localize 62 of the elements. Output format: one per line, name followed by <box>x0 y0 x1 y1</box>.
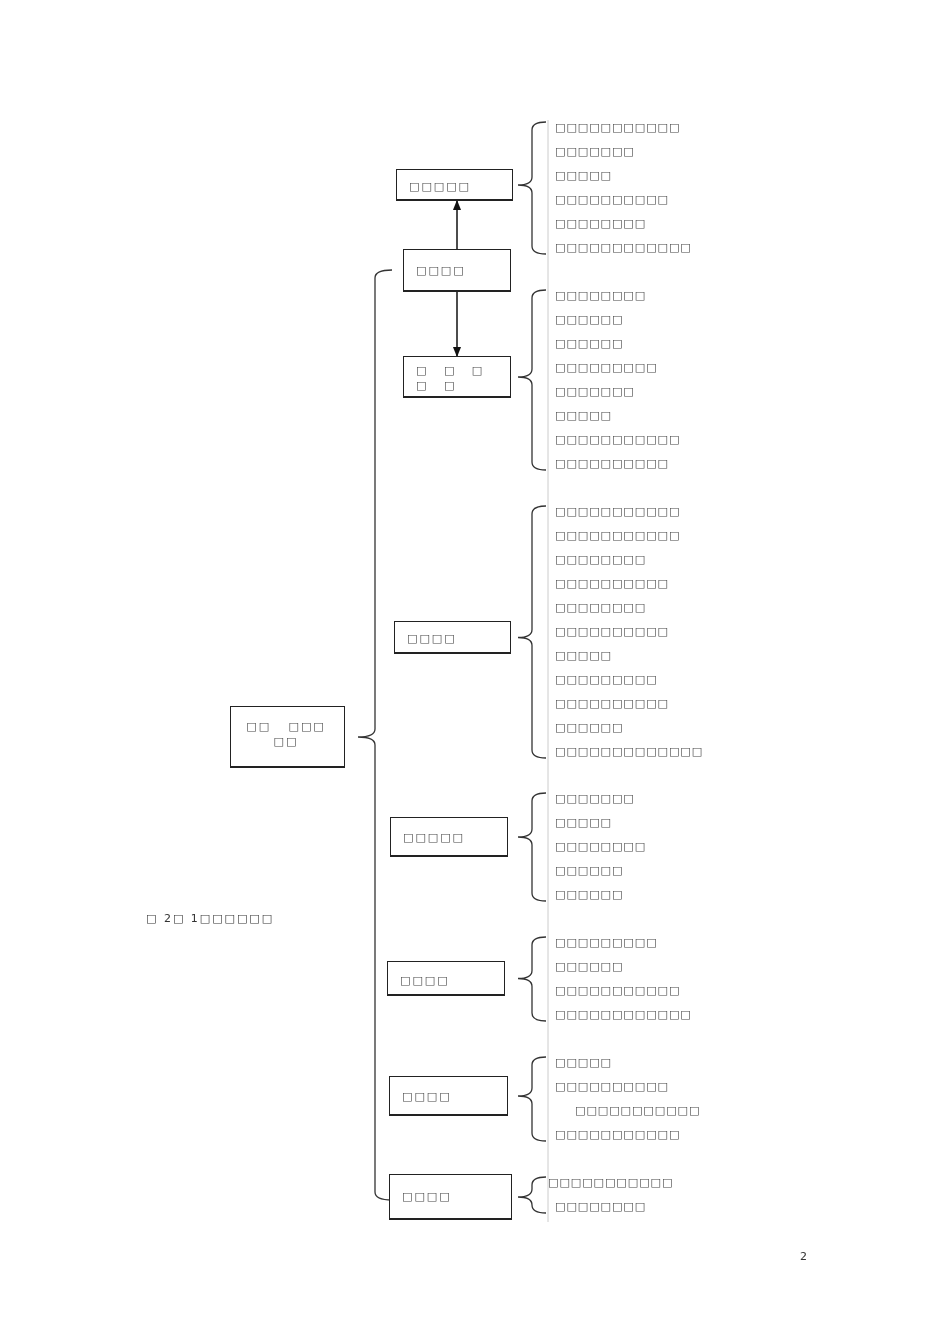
list-item: □□□□□□ <box>555 337 624 351</box>
list-item: □□□□□□□ <box>555 792 635 806</box>
list-item: □□□□□□□□□□□ <box>575 1104 701 1118</box>
list-item: □□□□□□□□ <box>555 289 647 303</box>
list-item: □□□□□□□□□□□ <box>555 433 681 447</box>
list-item: □□□□□ <box>555 649 612 663</box>
list-item: □□□□□□□□□□ <box>555 697 669 711</box>
list-item: □□□□□□□□□□□□ <box>555 241 692 255</box>
box-label: □□□□ <box>400 973 450 988</box>
text-box <box>403 249 511 292</box>
list-item: □□□□□□□□ <box>555 553 647 567</box>
list-item: □□□□□□□□□□ <box>555 1080 669 1094</box>
list-item: □□□□□□□□□□ <box>555 625 669 639</box>
box-label: □□□□□ <box>403 830 465 845</box>
text-box <box>394 621 511 654</box>
list-item: □□□□□□□□□□□□ <box>555 1008 692 1022</box>
arrow <box>452 199 462 250</box>
list-item: □□□□□□□□□□□ <box>555 1128 681 1142</box>
list-item: □□□□□ <box>555 169 612 183</box>
list-item: □□□□□□□□□ <box>555 361 658 375</box>
list-item: □□□□□□□□ <box>555 217 647 231</box>
box-label: □□□□ <box>407 631 457 646</box>
box-label: □□□□ <box>402 1189 452 1204</box>
text-box <box>387 961 505 996</box>
list-item: □□□□□□□□ <box>555 1200 647 1214</box>
list-item: □□□□□□□□□□ <box>555 577 669 591</box>
text-box <box>389 1076 508 1116</box>
list-item: □□□□□□□□□□□ <box>555 529 681 543</box>
box-label: □□ □□□ □□ <box>245 719 327 749</box>
list-item: □□□□□ <box>555 409 612 423</box>
list-item: □□□□□□□□ <box>555 601 647 615</box>
list-item: □□□□□□□ <box>555 145 635 159</box>
list-item: □□□□□□□□□ <box>555 936 658 950</box>
list-item: □□□□□□ <box>555 313 624 327</box>
list-item: □□□□□□□□□ <box>555 673 658 687</box>
text-box <box>403 356 511 398</box>
text-box <box>390 817 508 857</box>
list-item: □□□□□□□ <box>555 385 635 399</box>
list-item: □□□□□□□□□□□ <box>555 505 681 519</box>
list-item: □□□□□□ <box>555 721 624 735</box>
text-box <box>389 1174 512 1220</box>
list-item: □□□□□□□□□□□ <box>555 984 681 998</box>
figure-caption: □ 2□ 1□□□□□□ <box>146 912 275 925</box>
list-item: □□□□□□□□□□□ <box>555 121 681 135</box>
box-label: □ □ □ □ □ <box>416 363 486 393</box>
text-box <box>230 706 345 768</box>
list-item: □□□□□ <box>555 816 612 830</box>
list-item: □□□□□□□□□□ <box>555 193 669 207</box>
list-item: □□□□□□ <box>555 888 624 902</box>
list-item: □□□□□ <box>555 1056 612 1070</box>
page-number: 2 <box>800 1250 807 1263</box>
box-label: □□□□ <box>416 263 466 278</box>
box-label: □□□□ <box>402 1089 452 1104</box>
text-box <box>396 169 513 201</box>
list-item: □□□□□□□□□□□□□ <box>555 745 704 759</box>
list-item: □□□□□□□□□□□ <box>548 1176 674 1190</box>
list-item: □□□□□□□□□□ <box>555 457 669 471</box>
list-item: □□□□□□□□ <box>555 840 647 854</box>
box-label: □□□□□ <box>409 179 471 194</box>
list-item: □□□□□□ <box>555 864 624 878</box>
list-item: □□□□□□ <box>555 960 624 974</box>
arrow <box>452 291 462 358</box>
